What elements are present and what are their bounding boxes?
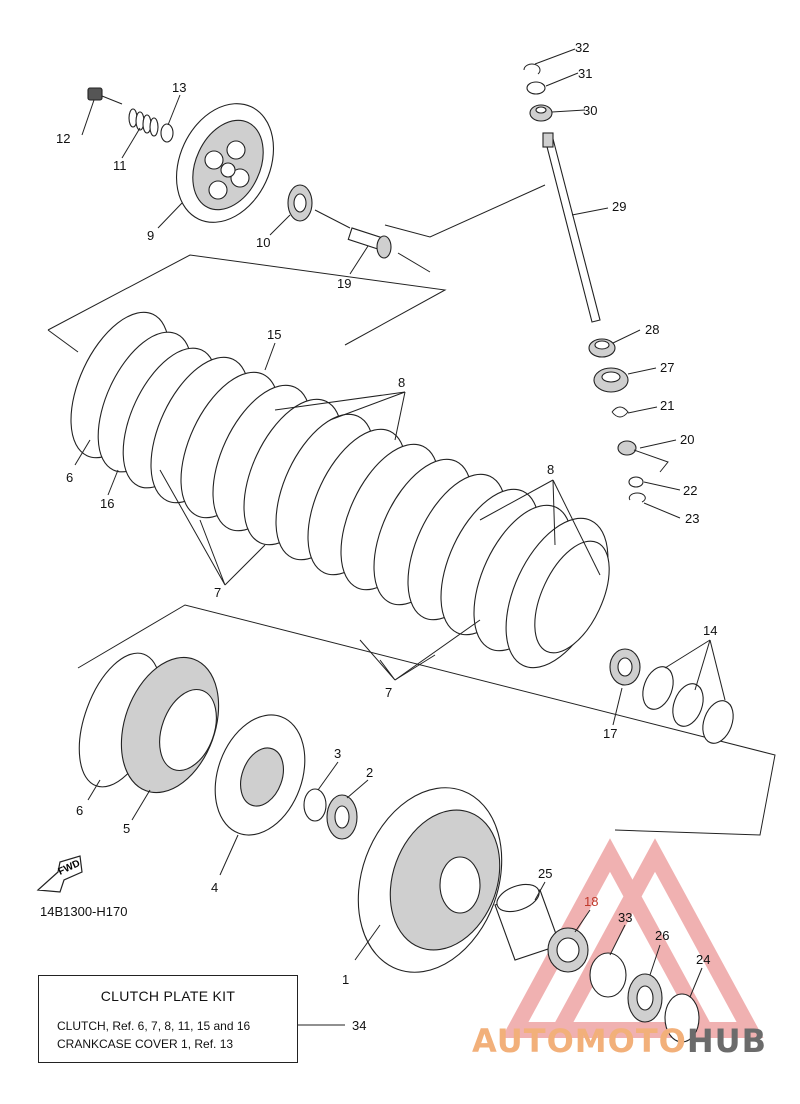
part-5-clutch-boss	[120, 656, 220, 794]
callout-22: 22	[683, 483, 697, 498]
callout-5: 5	[123, 821, 130, 836]
plate-stack	[70, 311, 610, 669]
callout-15: 15	[267, 327, 281, 342]
callout-31: 31	[578, 66, 592, 81]
part-26-gear	[627, 973, 663, 1023]
callout-26: 26	[655, 928, 669, 943]
fwd-arrow-icon: FWD	[36, 855, 83, 893]
watermark-text-secondary: HUB	[686, 1022, 768, 1060]
callout-25: 25	[538, 866, 552, 881]
callout-16: 16	[100, 496, 114, 511]
callout-4: 4	[211, 880, 218, 895]
callout-14: 14	[703, 623, 717, 638]
callout-1: 1	[342, 972, 349, 987]
callout-13: 13	[172, 80, 186, 95]
part-9-pressure-plate	[175, 103, 275, 223]
callout-30: 30	[583, 103, 597, 118]
callout-labels: 1 2 3 4 5 6 6 7 7 8 8 9 10 11 12 13 14 1…	[56, 40, 717, 1033]
callout-12: 12	[56, 131, 70, 146]
part-1-clutch-housing	[357, 787, 503, 973]
part-24-washer	[664, 993, 700, 1043]
diagram-code: 14B1300-H170	[40, 904, 128, 919]
part-29-push-lever-shaft	[542, 132, 601, 323]
callout-21: 21	[660, 398, 674, 413]
part-2-nut-plate	[326, 794, 358, 840]
kit-title: CLUTCH PLATE KIT	[100, 988, 236, 1004]
part-17-nut	[609, 648, 641, 686]
callout-29: 29	[612, 199, 626, 214]
callout-8-right: 8	[547, 462, 554, 477]
part-25-spacer	[494, 883, 561, 961]
part-31-washer	[526, 81, 546, 95]
callout-33: 33	[618, 910, 632, 925]
watermark-text-primary: AUTOMOTO	[472, 1022, 687, 1060]
watermark-brand: AUTOMOTOHUB	[472, 1022, 767, 1060]
kit-line-crankcase: CRANKCASE COVER 1, Ref. 13	[57, 1037, 234, 1051]
callout-3: 3	[334, 746, 341, 761]
callout-2: 2	[366, 765, 373, 780]
part-30-oil-seal	[529, 104, 553, 122]
callout-32: 32	[575, 40, 589, 55]
part-12-bolt	[87, 87, 123, 105]
part-28-bearing	[588, 338, 616, 358]
part-22-washer	[628, 476, 644, 488]
callout-34: 34	[352, 1018, 366, 1033]
part-27-oil-seal	[593, 367, 629, 393]
clutch-plate-kit-box: CLUTCH PLATE KIT CLUTCH, Ref. 6, 7, 8, 1…	[38, 975, 298, 1063]
callout-6-lower: 6	[76, 803, 83, 818]
part-20-lever	[617, 440, 669, 473]
callout-9: 9	[147, 228, 154, 243]
part-21-spring	[611, 406, 629, 418]
callout-17: 17	[603, 726, 617, 741]
callout-7-upper: 7	[214, 585, 221, 600]
part-23-circlip	[628, 492, 646, 503]
callout-28: 28	[645, 322, 659, 337]
part-33-washer	[589, 952, 627, 998]
part-10-bearing	[287, 184, 313, 222]
callout-8-left: 8	[398, 375, 405, 390]
part-11-spring	[128, 108, 159, 137]
callout-19: 19	[337, 276, 351, 291]
callout-20: 20	[680, 432, 694, 447]
callout-6-upper: 6	[66, 470, 73, 485]
callout-27: 27	[660, 360, 674, 375]
callout-18: 18	[584, 894, 598, 909]
part-18-needle-bearing	[547, 927, 589, 973]
part-14-lock-washers	[642, 666, 734, 744]
part-4-pressure-plate	[214, 714, 306, 836]
part-13-washer	[160, 123, 174, 143]
callout-23: 23	[685, 511, 699, 526]
part-3-washer	[303, 788, 327, 822]
callout-7-lower: 7	[385, 685, 392, 700]
part-32-circlip	[523, 63, 541, 75]
callout-11: 11	[113, 158, 127, 173]
part-19-push-rod	[347, 227, 392, 259]
callout-24: 24	[696, 952, 710, 967]
kit-line-clutch: CLUTCH, Ref. 6, 7, 8, 11, 15 and 16	[57, 1019, 251, 1033]
callout-10: 10	[256, 235, 270, 250]
